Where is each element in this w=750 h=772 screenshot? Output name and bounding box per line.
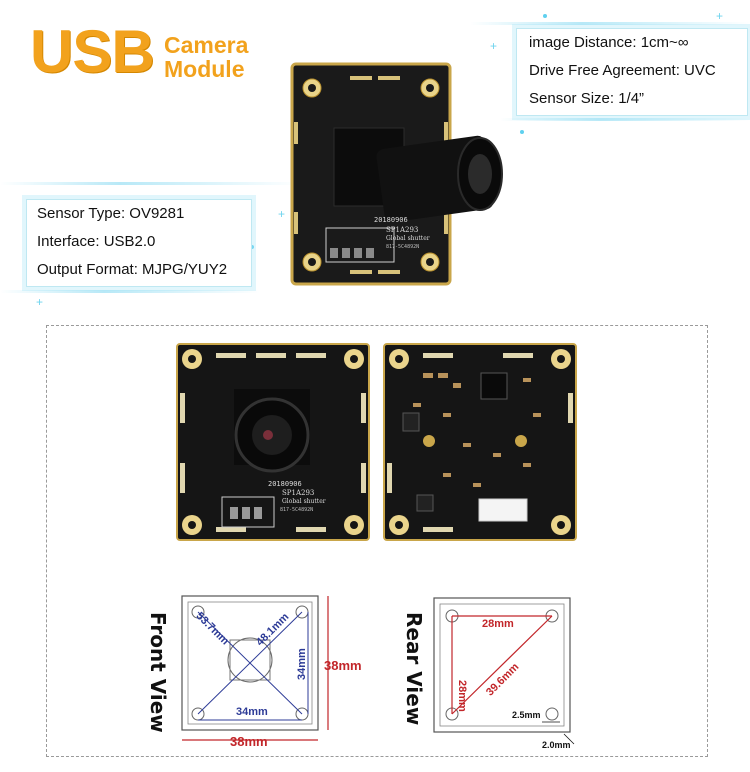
rear-dim-inner-w: 28mm <box>482 618 514 630</box>
silkscreen-date: 20180906 <box>374 216 408 224</box>
front-dim-outer-h: 38mm <box>324 658 362 673</box>
rear-dim-hole: 2.5mm <box>512 710 541 720</box>
glow-line <box>500 118 750 121</box>
camera-module-photo: 20180906 SP1A293 Global shutter 817-5C48… <box>290 62 503 286</box>
title-usb: USB <box>30 18 155 85</box>
glow-line <box>0 182 300 185</box>
views-container <box>46 325 708 757</box>
spec-panel-left: Sensor Type: OV9281 Interface: USB2.0 Ou… <box>26 199 252 287</box>
front-dim-outer-w: 38mm <box>230 734 268 749</box>
rear-view-diagram <box>433 597 575 745</box>
board-front-photo: 20180906 SP1A293 Global shutter 817-5C48… <box>176 343 370 541</box>
spec-sensor-type: Sensor Type: OV9281 <box>37 205 185 222</box>
plus-sparkle-icon: + <box>278 207 286 221</box>
front-silkscreen-shutter: Global shutter <box>282 498 326 505</box>
sparkle-icon <box>250 245 254 249</box>
spec-output-format: Output Format: MJPG/YUY2 <box>37 261 228 278</box>
spec-drive-agreement: Drive Free Agreement: UVC <box>529 62 716 79</box>
silkscreen-shutter: Global shutter <box>386 235 430 242</box>
board-rear-photo <box>383 343 577 541</box>
glow-line <box>0 290 260 293</box>
rear-dim-inner-h: 28mm <box>456 680 468 712</box>
sparkle-icon <box>543 14 547 18</box>
front-view-diagram <box>181 595 329 741</box>
silkscreen-part: 817-5C4892N <box>386 244 419 250</box>
front-dim-inner-w: 34mm <box>236 706 268 718</box>
glow-line <box>470 22 750 25</box>
front-silkscreen-model: SP1A293 <box>282 489 314 497</box>
front-dim-inner-h: 34mm <box>296 648 308 680</box>
front-silkscreen-date: 20180906 <box>268 480 302 488</box>
sparkle-icon <box>520 130 524 134</box>
spec-sensor-size: Sensor Size: 1/4” <box>529 90 645 107</box>
plus-sparkle-icon: + <box>490 39 498 53</box>
spec-interface: Interface: USB2.0 <box>37 233 156 250</box>
spec-image-distance: image Distance: 1cm~∞ <box>529 34 689 51</box>
plus-sparkle-icon: + <box>716 9 724 23</box>
spec-panel-right: image Distance: 1cm~∞ Drive Free Agreeme… <box>516 28 748 116</box>
plus-sparkle-icon: + <box>36 295 44 309</box>
title-line-camera: Camera <box>164 32 249 58</box>
rear-dim-thick: 2.0mm <box>542 740 571 750</box>
rear-view-label: Rear View <box>402 612 426 726</box>
silkscreen-model: SP1A293 <box>386 226 418 234</box>
title-line-module: Module <box>164 56 245 83</box>
title-camera-module: Camera Module <box>164 33 248 81</box>
front-view-label: Front View <box>146 612 170 733</box>
front-silkscreen-part: 817-5C4892N <box>280 507 313 513</box>
